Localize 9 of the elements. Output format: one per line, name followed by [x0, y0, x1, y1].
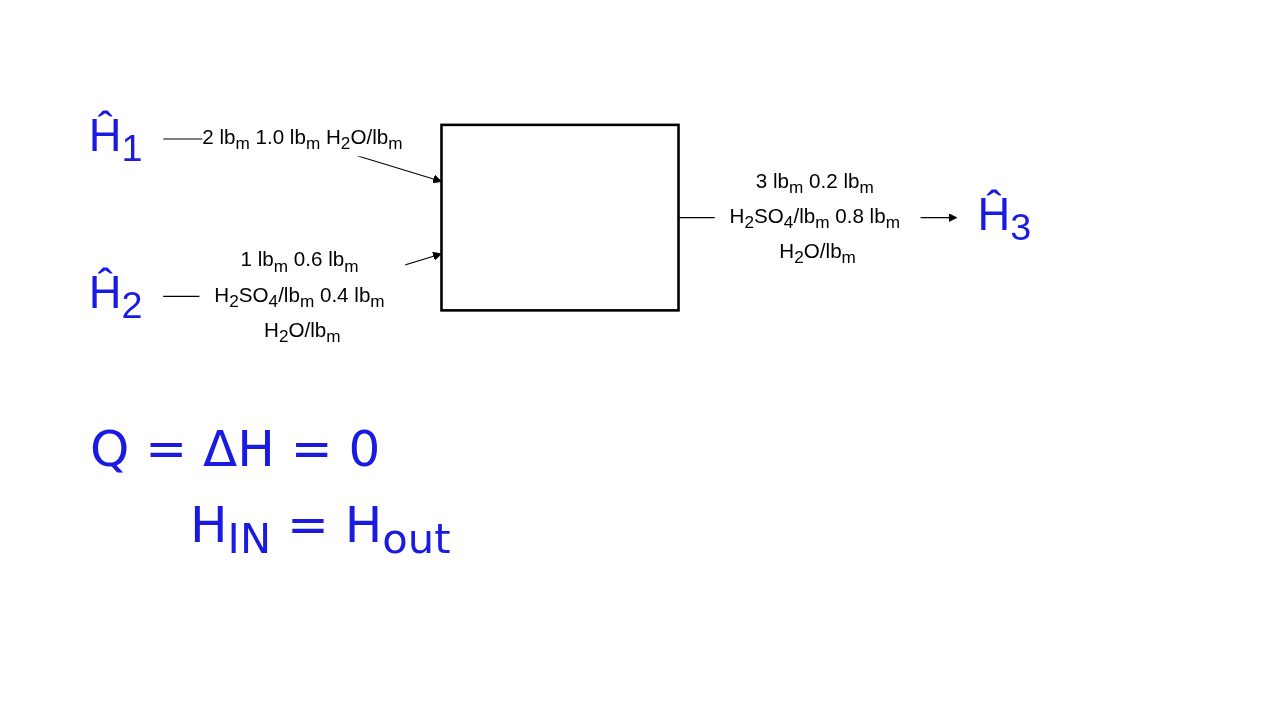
- node-box: [440, 123, 680, 312]
- edge-label: 1 lb$_{m}$ 0.6 lb$_{m}$ H$_{2}$SO$_{4}$/lb$_{m}$ 0.4 lb$_{m}$ H$_{2}$O/lb$_{m}$: [214, 247, 385, 346]
- node-text: Ĥ$_{2}$: [88, 267, 143, 327]
- equation: Q = ΔH = 0: [90, 420, 382, 478]
- edge-label: 2 lb$_{m}$ 1.0 lb$_{m}$ H$_{2}$O/lb$_{m}$: [202, 125, 403, 154]
- edge-label: 3 lb$_{m}$ 0.2 lb$_{m}$ H$_{2}$SO$_{4}$/lb$_{m}$ 0.8 lb$_{m}$ H$_{2}$O/lb$_{m}$: [729, 169, 900, 268]
- node-text: Ĥ$_{3}$: [977, 188, 1032, 248]
- node-text: Ĥ$_{1}$: [88, 109, 143, 170]
- equation: H$_{IN}$ = H$_{out}$: [190, 496, 451, 563]
